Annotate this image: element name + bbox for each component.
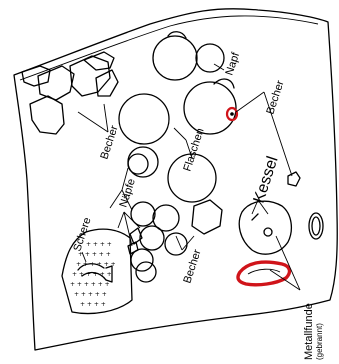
- metal-find-small-center: [230, 112, 234, 116]
- kessel-ring: [263, 227, 273, 237]
- metal-find-burnt-inner: [247, 268, 281, 275]
- schere-area: [61, 228, 133, 315]
- vessel-top-large: [152, 35, 198, 81]
- vessel-flasche-2: [167, 153, 217, 203]
- stone-fragment-5: [29, 95, 65, 135]
- vessel-top-small: [195, 43, 225, 73]
- becher-cluster-3: [139, 225, 165, 251]
- kessel-outline: [238, 200, 293, 255]
- stone-fragment-6: [95, 69, 119, 97]
- vessel-flasche-1: [118, 93, 170, 145]
- small-shard-2: [127, 241, 139, 255]
- label-kessel: Kessel: [251, 154, 282, 205]
- metal-find-burnt: [236, 260, 292, 287]
- svg-text:+ + + + + +: + + + + + +: [72, 271, 112, 278]
- stone-fragment-4: [83, 51, 115, 71]
- vessel-becher-right: [183, 81, 237, 135]
- scissors-shape: [77, 263, 107, 281]
- right-edge-ring-outer: [308, 212, 324, 240]
- label-naepfe: Näpfe: [117, 177, 137, 209]
- vessel-top-handle: [167, 31, 187, 39]
- svg-text:+ + + + + +: + + + + + +: [70, 281, 110, 288]
- label-becher-right: Becher: [264, 79, 286, 116]
- label-flaschen: Flaschen: [181, 127, 206, 173]
- label-gebrannt: (gebrannt): [315, 323, 324, 360]
- scissors-handle: [105, 265, 113, 283]
- label-becher-top: Becher: [98, 124, 120, 161]
- svg-text:+ + + +: + + + +: [86, 241, 112, 248]
- becher-cluster-6: [135, 261, 157, 283]
- leader-lines: [77, 63, 301, 291]
- label-metallfunde: Metallfunde: [303, 303, 315, 360]
- stone-fragment-1: [21, 65, 51, 87]
- grave-outline-inner: [19, 15, 319, 81]
- becher-fragment: [191, 199, 223, 235]
- right-edge-ring-inner: [311, 216, 321, 236]
- label-napf: Napf: [223, 50, 242, 77]
- metal-find-small: [225, 106, 239, 122]
- kessel-inner-mark: [251, 213, 259, 221]
- napf-inner: [127, 153, 149, 175]
- vessel-becher-right-rim: [213, 78, 235, 89]
- label-becher-bottom: Becher: [181, 248, 203, 285]
- stone-fragment-2: [37, 65, 75, 101]
- grave-outline: [13, 8, 338, 351]
- svg-text:+ + + + +: + + + + +: [78, 251, 111, 258]
- svg-text:+ + + + +: + + + + +: [74, 291, 107, 298]
- becher-cluster-2: [130, 201, 156, 227]
- becher-cluster-1: [152, 204, 180, 232]
- small-shard: [129, 227, 143, 245]
- svg-text:+ + + +: + + + +: [80, 301, 106, 308]
- stone-fragment-3: [69, 55, 111, 97]
- right-edge-object: [287, 171, 301, 187]
